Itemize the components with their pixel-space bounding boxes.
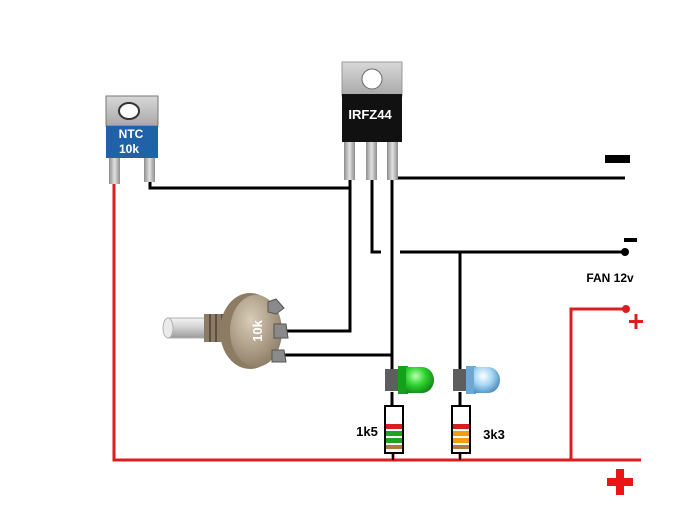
- wire-mosfet-drain: [370, 178, 381, 254]
- mosfet-leg-gate: [344, 142, 355, 180]
- ntc-label-line2: 10k: [119, 142, 139, 156]
- resistor-1k5-band-4: [386, 445, 402, 449]
- green-led-collar: [385, 369, 401, 391]
- ntc-tab-hole: [118, 102, 140, 120]
- resistor-1k5: 1k5: [356, 405, 404, 454]
- resistor-1k5-band-2: [386, 431, 402, 436]
- pot-body: [230, 295, 282, 367]
- pot-shaft: [167, 317, 209, 339]
- resistor-3k3-band-1: [453, 424, 469, 429]
- resistor-3k3: 3k3: [451, 405, 505, 454]
- terminal-dot-fan-minus: [621, 248, 629, 256]
- plus-sign-small: [629, 314, 643, 329]
- black-wires: [148, 176, 625, 407]
- green-led-dome: [406, 367, 434, 393]
- resistor-1k5-label: 1k5: [356, 424, 378, 439]
- mosfet-irfz44: IRFZ44: [341, 61, 403, 180]
- fan-label: FAN 12v: [586, 271, 634, 285]
- fan-minus-sign-bottom: [624, 238, 637, 242]
- mosfet-body: [342, 94, 402, 142]
- pot-pin-top: [267, 298, 285, 315]
- ntc-leg-left: [109, 158, 120, 184]
- ntc-thermistor: NTC 10k: [105, 95, 159, 184]
- wire-ntc-to-supply-plus: [112, 182, 641, 462]
- ntc-label-line1: NTC: [119, 127, 144, 141]
- pot-pin-middle: [273, 323, 289, 339]
- terminal-dot-fan-plus: [622, 305, 630, 313]
- green-led-base: [398, 366, 408, 394]
- blue-led-base: [466, 366, 476, 394]
- resistor-1k5-band-1: [386, 424, 402, 429]
- resistor-1k5-band-3: [386, 438, 402, 443]
- resistor-3k3-label: 3k3: [483, 427, 505, 442]
- plus-sign-big: [607, 469, 633, 495]
- mosfet-tab-hole: [361, 68, 383, 90]
- blue-led-dome: [474, 367, 500, 393]
- ntc-leg-right: [144, 158, 155, 182]
- mosfet-leg-drain: [366, 142, 377, 180]
- pot-label: 10k: [250, 319, 265, 341]
- resistor-3k3-band-2: [453, 431, 469, 436]
- mosfet-label: IRFZ44: [348, 107, 392, 122]
- pot-shaft-end: [162, 317, 174, 339]
- wire-ntc-to-mosfet-gate: [148, 182, 350, 190]
- potentiometer: 10k: [162, 293, 289, 369]
- resistor-3k3-band-3: [453, 438, 469, 443]
- ntc-body: [106, 126, 158, 158]
- pot-pin-bottom: [271, 349, 287, 363]
- green-led: [385, 366, 434, 394]
- blue-led-collar: [453, 369, 469, 391]
- mosfet-leg-source: [387, 142, 398, 180]
- fan-minus-sign-top: [605, 155, 630, 163]
- blue-led: [453, 366, 500, 394]
- wire-gate-to-pot-wiper: [276, 178, 352, 333]
- wire-supply-to-fan-plus: [569, 307, 626, 460]
- resistor-3k3-band-4: [453, 445, 469, 449]
